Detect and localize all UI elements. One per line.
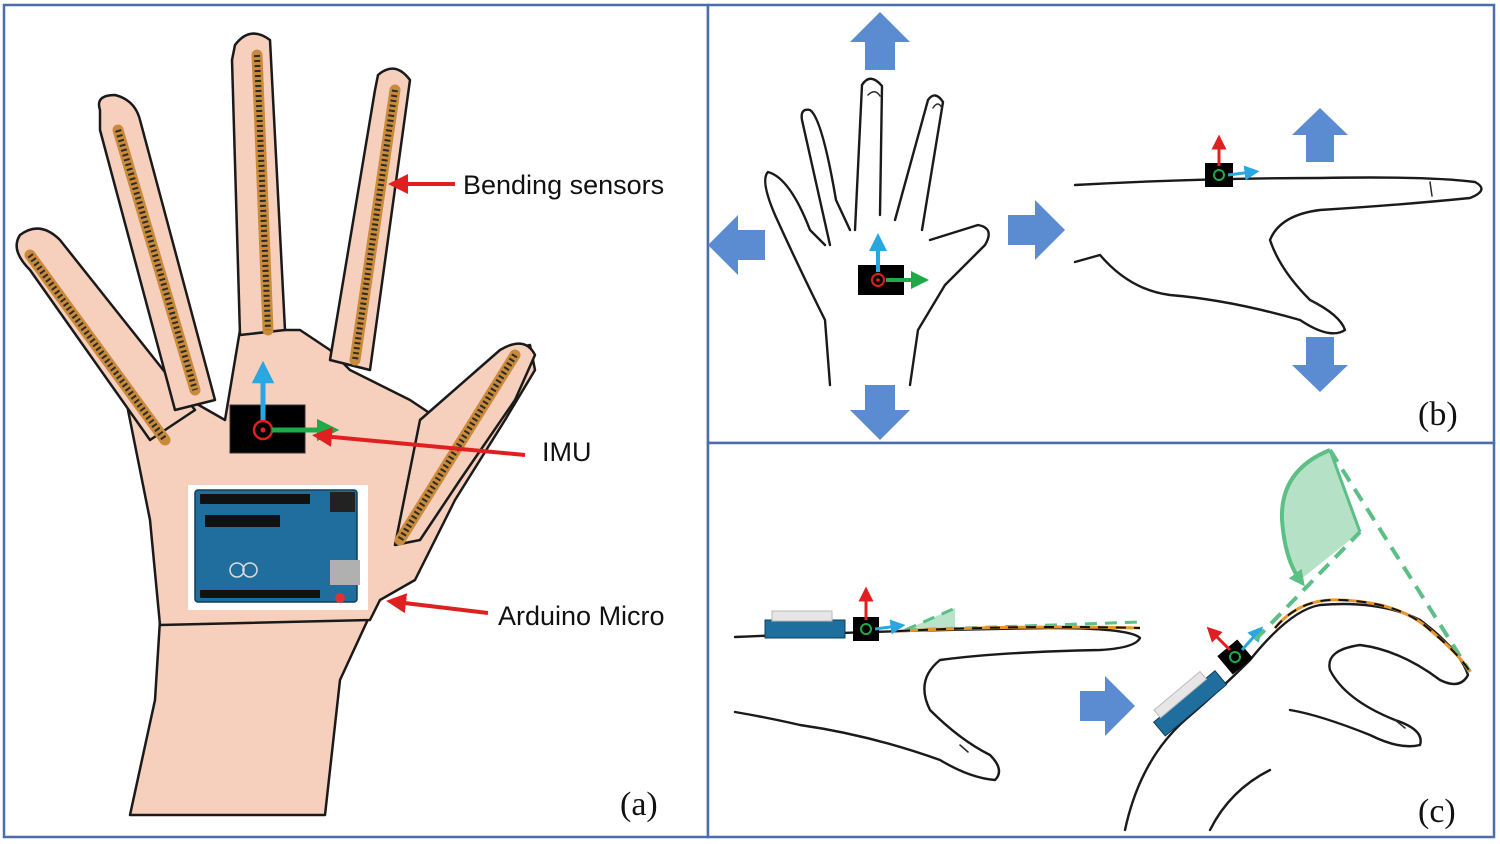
arduino-board — [188, 485, 368, 610]
flat-board — [764, 619, 846, 639]
move-up-arrow-icon — [850, 12, 910, 70]
imu-callout-arrow — [312, 426, 526, 457]
front-imu — [858, 233, 929, 295]
arduino-callout-arrow — [386, 593, 489, 615]
flat-sensor-line — [899, 625, 1141, 633]
side-hand-drawing — [1073, 176, 1483, 335]
arduino-label: Arduino Micro — [498, 601, 665, 631]
imu-label: IMU — [542, 437, 592, 467]
panel-c-label: (c) — [1418, 793, 1456, 830]
side-move-up-arrow-icon — [1292, 108, 1348, 162]
flat-imu — [853, 586, 906, 641]
side-move-down-arrow-icon — [1292, 337, 1348, 392]
bent-imu — [1206, 626, 1263, 675]
finger-little — [15, 227, 197, 442]
side-imu — [1205, 134, 1260, 187]
panel-b-label: (b) — [1418, 396, 1458, 433]
bending-sensors — [24, 49, 521, 546]
panel-c: (c) — [733, 448, 1472, 832]
move-right-arrow-icon — [1008, 200, 1065, 260]
panel-a: Bending sensors IMU Arduino Micro (a) — [15, 32, 665, 823]
imu-module — [229, 360, 340, 454]
bending-sensors-label: Bending sensors — [463, 170, 664, 200]
move-left-arrow-icon — [708, 215, 765, 275]
bent-hand-drawing — [1123, 602, 1470, 832]
bent-board — [1152, 670, 1228, 737]
move-down-arrow-icon — [850, 385, 910, 440]
panel-a-label: (a) — [620, 786, 658, 823]
panel-b-frame — [706, 3, 1496, 445]
panel-c-frame — [706, 441, 1496, 839]
panel-b: (b) — [708, 12, 1483, 440]
transition-arrow-icon — [1080, 676, 1135, 736]
front-hand-drawing — [764, 77, 990, 387]
panel-frames — [2, 3, 1496, 839]
